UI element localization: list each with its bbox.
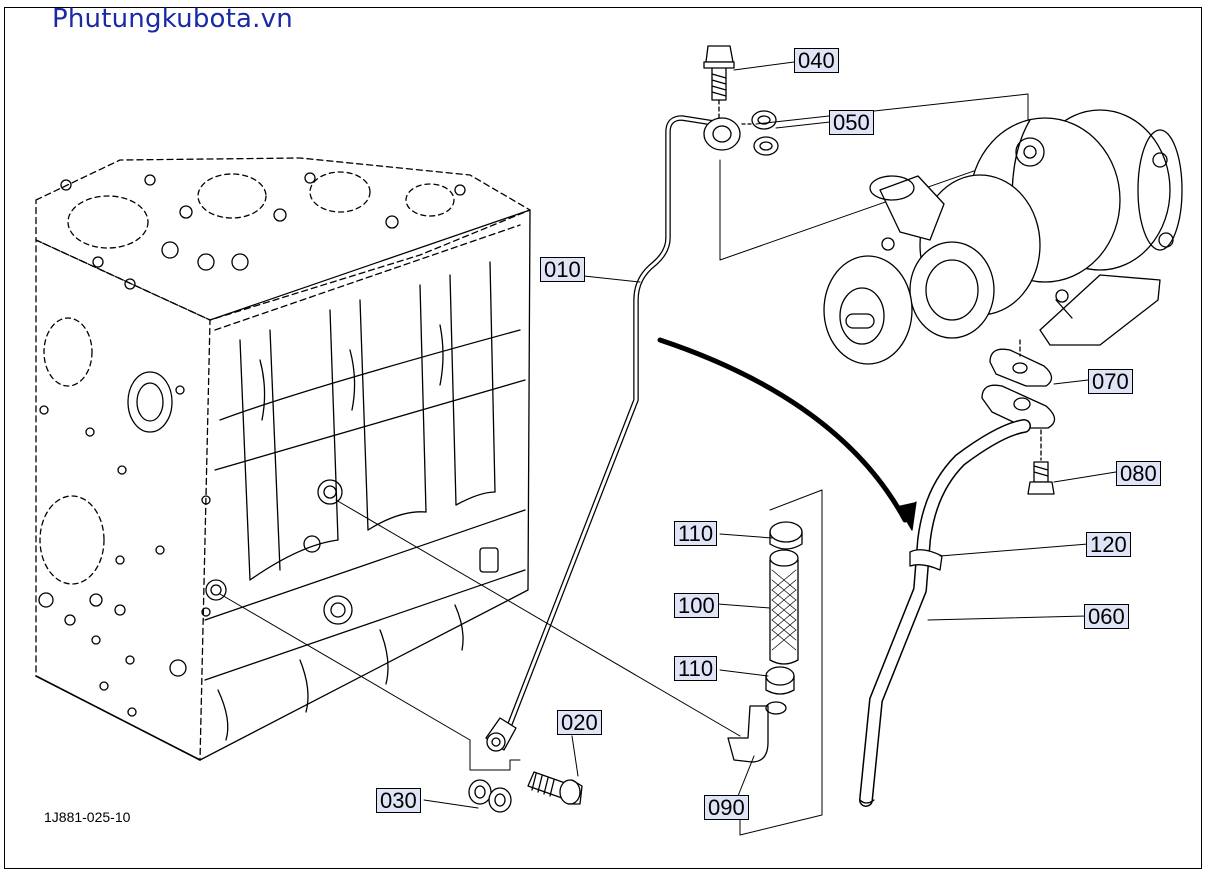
- bolt-080: [1027, 429, 1055, 495]
- gasket-070: [981, 339, 1056, 429]
- oil-pipe-010: [485, 115, 741, 752]
- engine-block: [35, 157, 531, 761]
- callout-010[interactable]: 010: [540, 257, 585, 282]
- callout-050[interactable]: 050: [829, 110, 874, 135]
- drawing-code: 1J881-025-10: [44, 809, 131, 825]
- callout-060[interactable]: 060: [1084, 604, 1129, 629]
- drawing-frame: [4, 7, 1202, 869]
- return-pipe-060: [859, 419, 1031, 807]
- assembly-lines: [219, 61, 1117, 809]
- callout-100[interactable]: 100: [674, 593, 719, 618]
- callout-030[interactable]: 030: [376, 788, 421, 813]
- site-title: Phutungkubota.vn: [52, 4, 293, 34]
- callout-040[interactable]: 040: [794, 48, 839, 73]
- callout-070[interactable]: 070: [1088, 369, 1133, 394]
- washers-030: [468, 739, 521, 813]
- routing-arrow: [657, 337, 917, 531]
- hose-assembly: [727, 489, 823, 836]
- callout-020[interactable]: 020: [557, 710, 602, 735]
- callout-110-lower[interactable]: 110: [674, 656, 718, 681]
- callout-120[interactable]: 120: [1086, 532, 1131, 557]
- bolt-040: [703, 45, 735, 119]
- washers-050: [741, 110, 779, 156]
- callout-090[interactable]: 090: [704, 795, 749, 820]
- callout-080[interactable]: 080: [1116, 461, 1161, 486]
- callout-110-upper[interactable]: 110: [674, 521, 718, 546]
- turbocharger: [719, 93, 1183, 365]
- banjo-bolt-020: [527, 771, 583, 805]
